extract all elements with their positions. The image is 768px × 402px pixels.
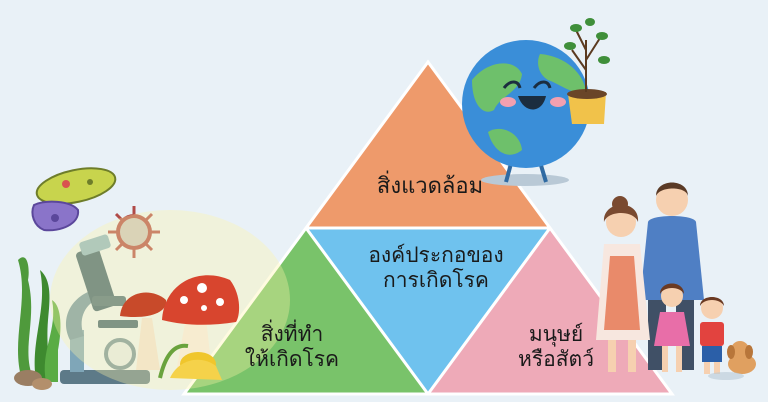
environment-label: สิ่งแวดล้อม [376,174,484,199]
seaweed-icon [18,257,61,382]
top-triangle [306,62,550,228]
host-label-line1: มนุษย์ [528,322,584,346]
earth-icon [462,18,610,186]
agent-label-line1: สิ่งที่ทำ [260,322,324,346]
center-label-line1: องค์ประกอของ [368,243,504,267]
family-icon [596,182,756,380]
right-triangle-label: มนุษย์ หรือสัตว์ [486,322,626,372]
agent-label-line2: ให้เกิดโรค [244,347,340,372]
microscope-icon [14,234,150,390]
mushroom-icon [50,210,290,390]
virus-icon [108,206,160,258]
left-triangle [184,228,428,394]
center-triangle-label: องค์ประกอของ การเกิดโรค [326,243,546,293]
left-triangle-label: สิ่งที่ทำ ให้เกิดโรค [222,322,362,372]
top-triangle-label: สิ่งแวดล้อม [330,174,530,200]
germs-icon [31,167,160,258]
host-label-line2: หรือสัตว์ [518,347,594,372]
center-label-line2: การเกิดโรค [383,268,489,293]
center-triangle [306,228,550,394]
